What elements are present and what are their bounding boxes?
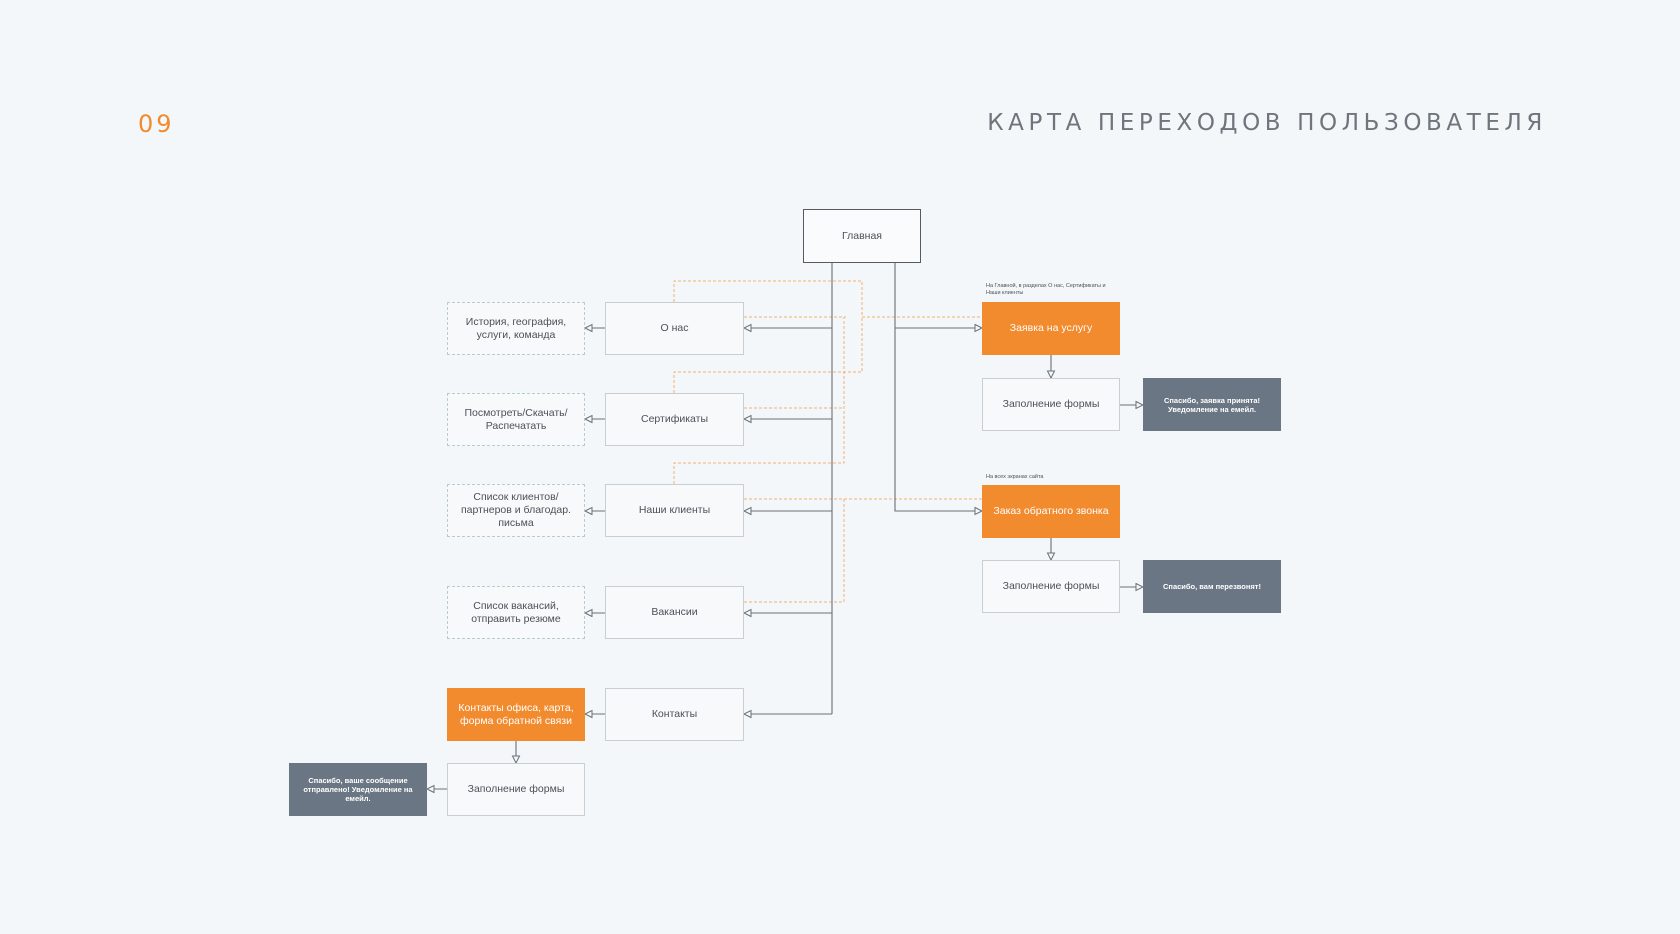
page-node-contacts: Контакты: [605, 688, 744, 741]
page-node-about: О нас: [605, 302, 744, 355]
navigation-links: [425, 263, 1145, 794]
detail-node-certificates: Посмотреть/Скачать/ Распечатать: [447, 393, 585, 446]
detail-node-contacts: Контакты офиса, карта, форма обратной св…: [447, 688, 585, 741]
service-request-dashed-links: [673, 280, 982, 603]
service-thanks-node: Спасибо, заявка принята! Уведомление на …: [1143, 378, 1281, 431]
slide-title: КАРТА ПЕРЕХОДОВ ПОЛЬЗОВАТЕЛЯ: [987, 110, 1547, 136]
service-form-node: Заполнение формы: [982, 378, 1120, 431]
contacts-thanks-node: Спасибо, ваше сообщение отправлено! Увед…: [289, 763, 427, 816]
callback-request-node: Заказ обратного звонка: [982, 485, 1120, 538]
service-request-node: Заявка на услугу: [982, 302, 1120, 355]
page-node-clients: Наши клиенты: [605, 484, 744, 537]
main-page-node: Главная: [803, 209, 921, 263]
slide-number: 09: [138, 110, 175, 138]
detail-node-clients: Список клиентов/партнеров и благодар. пи…: [447, 484, 585, 537]
callback-note: На всех экранах сайта: [986, 474, 1044, 480]
callback-thanks-node: Спасибо, вам перезвонят!: [1143, 560, 1281, 613]
page-node-certificates: Сертификаты: [605, 393, 744, 446]
service-request-note: На Главной, в разделах О нас, Сертификат…: [986, 283, 1106, 296]
callback-form-node: Заполнение формы: [982, 560, 1120, 613]
detail-node-vacancies: Список вакансий, отправить резюме: [447, 586, 585, 639]
contacts-form-node: Заполнение формы: [447, 763, 585, 816]
page-node-vacancies: Вакансии: [605, 586, 744, 639]
detail-node-about: История, география, услуги, команда: [447, 302, 585, 355]
